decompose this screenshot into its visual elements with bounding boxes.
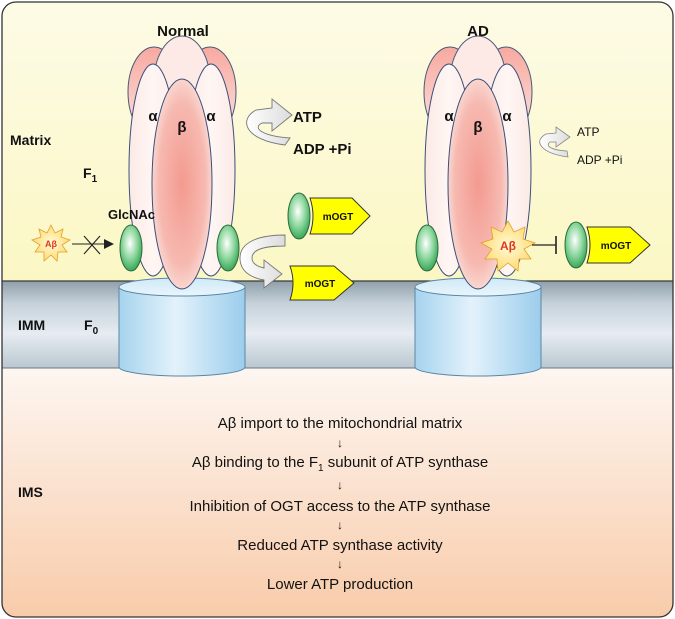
normal-alpha-label-left: α: [148, 108, 158, 125]
ad-adp-label: ADP +Pi: [577, 153, 622, 167]
normal-alpha-label-right: α: [206, 108, 216, 125]
abeta-normal: Aβ: [31, 224, 71, 262]
mogt-upper: mOGT: [309, 197, 371, 235]
ad-beta-label: β: [473, 119, 482, 136]
normal-f0-cylinder: [118, 277, 246, 377]
pathway-arrow-4: ↓: [337, 557, 343, 571]
normal-adp-label: ADP +Pi: [293, 141, 352, 158]
ad-f0-cylinder: [414, 277, 542, 377]
pathway-step-5: Lower ATP production: [267, 576, 413, 593]
normal-panel-title: Normal: [157, 23, 209, 40]
glcnac-right: [216, 224, 240, 272]
normal-reaction-arrow: [246, 98, 293, 146]
intermembrane-space-region: [2, 368, 673, 617]
matrix-label: Matrix: [10, 132, 51, 148]
normal-beta-label: β: [177, 119, 186, 136]
ad-atp-synthase: α α β: [414, 35, 542, 377]
ims-label: IMS: [18, 484, 43, 500]
svg-text:mOGT: mOGT: [323, 212, 354, 223]
ad-glcnac-mogt: [564, 221, 588, 269]
pathway-step-1: Aβ import to the mitochondrial matrix: [218, 415, 463, 432]
normal-atp-label: ATP: [293, 109, 322, 126]
svg-text:mOGT: mOGT: [305, 279, 336, 290]
pathway-arrow-1: ↓: [337, 436, 343, 450]
ad-atp-label: ATP: [577, 125, 599, 139]
svg-text:Aβ: Aβ: [500, 239, 516, 253]
pathway-step-3: Inhibition of OGT access to the ATP synt…: [190, 498, 491, 515]
imm-label: IMM: [18, 317, 45, 333]
glcnac-label: GlcNAc: [108, 207, 155, 222]
ad-panel-title: AD: [467, 23, 489, 40]
abeta-bound: Aβ: [480, 220, 536, 272]
pathway-steps: Aβ import to the mitochondrial matrix ↓ …: [190, 415, 491, 593]
normal-atp-synthase: α α β: [118, 35, 246, 377]
mogt-lower: mOGT: [289, 265, 355, 301]
pathway-step-4: Reduced ATP synthase activity: [237, 537, 443, 554]
ad-mogt: mOGT: [586, 226, 651, 264]
ad-alpha-label-right: α: [502, 108, 512, 125]
glcnac-mogt-upper: [287, 192, 311, 240]
mogt-exchange-arrow: [239, 234, 286, 289]
f1-label: F1: [83, 165, 98, 185]
blocked-cross: [83, 235, 101, 255]
ad-alpha-label-left: α: [444, 108, 454, 125]
pathway-arrow-2: ↓: [337, 478, 343, 492]
glcnac-left: [119, 224, 143, 272]
svg-text:Aβ: Aβ: [45, 239, 57, 249]
ad-glcnac-left: [415, 224, 439, 272]
pathway-step-2: Aβ binding to the F1 subunit of ATP synt…: [192, 454, 488, 474]
inhibition-symbol: [532, 236, 557, 254]
f0-label: F0: [84, 317, 99, 337]
normal-beta: [151, 78, 213, 290]
pathway-arrow-3: ↓: [337, 518, 343, 532]
svg-text:mOGT: mOGT: [601, 241, 632, 252]
ad-reaction-arrow: [539, 126, 571, 158]
